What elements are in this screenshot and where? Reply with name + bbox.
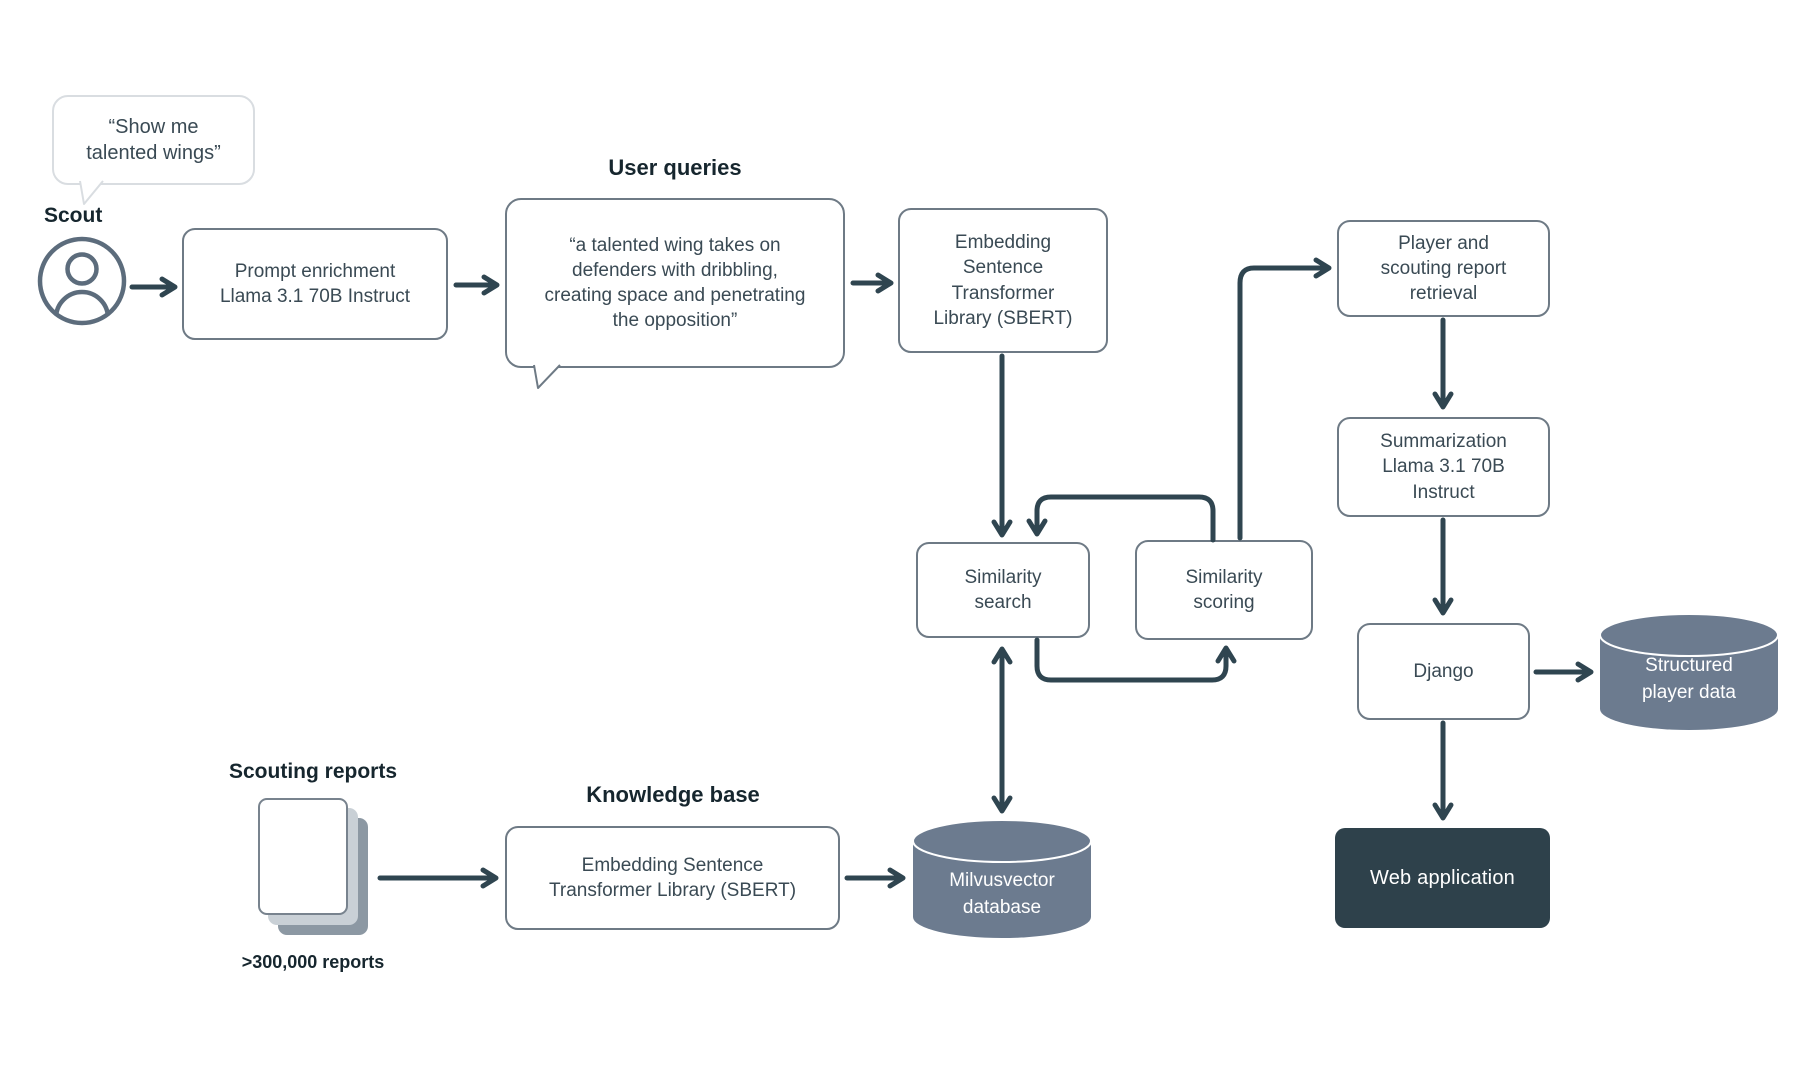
reports-count-label: >300,000 reports (241, 952, 385, 972)
arrow-scoring-to-retrieval (1237, 257, 1332, 541)
scout-quote-bubble: “Show me talented wings” (52, 95, 255, 185)
kb-embedding-sbert-box: Embedding Sentence Transformer Library (… (505, 826, 840, 930)
scouting-reports-title: Scouting reports (228, 760, 397, 783)
summarization-box: Summarization Llama 3.1 70B Instruct (1337, 417, 1550, 517)
web-application-box: Web application (1335, 828, 1550, 928)
similarity-search-box: Similarity search (916, 542, 1090, 638)
knowledge-base-title: Knowledge base (586, 782, 760, 807)
player-retrieval-box: Player and scouting report retrieval (1337, 220, 1550, 317)
enriched-query-bubble: “a talented wing takes on defenders with… (505, 198, 845, 368)
milvus-database-label: Milvusvector database (949, 870, 1055, 918)
scout-avatar-icon (37, 236, 127, 326)
enriched-query-bubble-tail (533, 364, 561, 389)
prompt-enrichment-box: Prompt enrichment Llama 3.1 70B Instruct (182, 228, 448, 340)
arrow-scoring-to-search-loop (1026, 494, 1216, 543)
django-box: Django (1357, 623, 1530, 720)
document-page-front-icon (258, 798, 348, 915)
embedding-sbert-box: Embedding Sentence Transformer Library (… (898, 208, 1108, 353)
user-queries-title: User queries (608, 155, 742, 180)
arrow-search-to-scoring-loop (1034, 637, 1237, 683)
structured-player-data-label: Structured player data (1641, 655, 1736, 703)
scout-label: Scout (44, 204, 103, 227)
similarity-scoring-box: Similarity scoring (1135, 540, 1313, 640)
